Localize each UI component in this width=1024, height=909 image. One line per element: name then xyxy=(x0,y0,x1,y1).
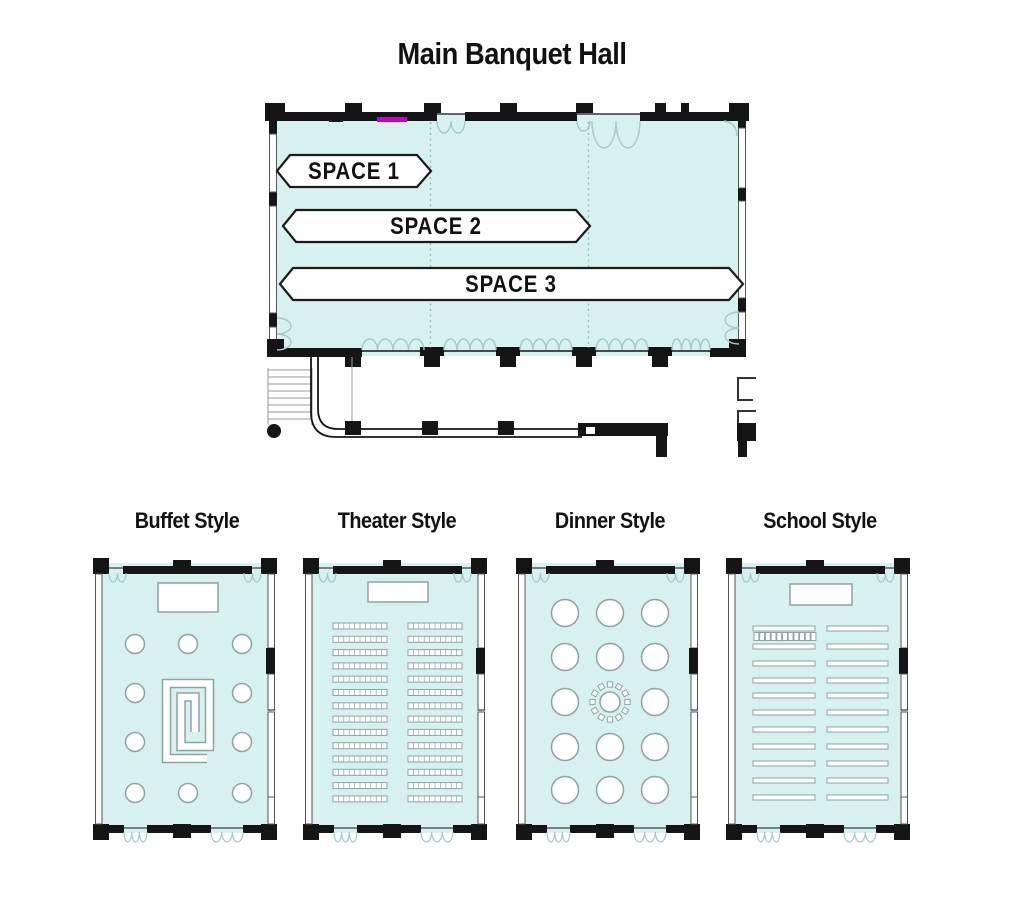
chair xyxy=(590,689,600,698)
chair xyxy=(614,682,624,692)
round-table xyxy=(550,775,580,805)
layout-label-school: School Style xyxy=(763,508,877,533)
space-label-text: SPACE 3 xyxy=(465,270,557,297)
page-title: Main Banquet Hall xyxy=(397,36,627,71)
school-right-tables xyxy=(826,625,889,801)
stage-table xyxy=(157,582,219,613)
round-table xyxy=(640,732,670,762)
room-theater xyxy=(303,558,487,843)
space-label-text: SPACE 1 xyxy=(308,157,400,184)
detached-wall-fragments xyxy=(737,377,756,457)
round-table xyxy=(124,682,146,704)
round-table xyxy=(595,598,625,628)
round-table xyxy=(640,687,670,717)
round-table xyxy=(231,731,253,753)
stage-table xyxy=(789,583,853,606)
stage-table xyxy=(367,581,429,603)
school-chair-row xyxy=(753,632,817,641)
main-hall-plan: SPACE 1 SPACE 2 SPACE 3 xyxy=(265,103,756,457)
round-table xyxy=(640,642,670,672)
round-table xyxy=(124,633,146,655)
space-label: SPACE 3 xyxy=(465,270,557,297)
chair xyxy=(597,682,606,692)
room-buffet xyxy=(93,558,277,843)
lower-corridor xyxy=(267,357,668,457)
space-1-banner: SPACE 1 xyxy=(275,153,433,189)
round-table xyxy=(231,633,253,655)
chair xyxy=(614,712,624,722)
chair xyxy=(620,706,630,716)
round-table xyxy=(231,682,253,704)
round-table xyxy=(595,732,625,762)
round-table xyxy=(550,598,580,628)
round-table xyxy=(595,775,625,805)
head-table-with-chairs xyxy=(589,681,631,723)
buffet-spiral-table xyxy=(161,678,215,764)
chair xyxy=(606,716,614,723)
round-table xyxy=(550,642,580,672)
school-left-tables xyxy=(752,625,816,801)
dinner-round-tables xyxy=(550,598,670,805)
round-table xyxy=(550,732,580,762)
room-school xyxy=(726,558,910,843)
space-label: SPACE 2 xyxy=(390,212,482,239)
space-label-text: SPACE 2 xyxy=(390,212,482,239)
space-2-banner: SPACE 2 xyxy=(281,208,592,244)
round-table xyxy=(177,782,199,804)
round-table xyxy=(640,598,670,628)
buffet-round-tables xyxy=(124,633,253,804)
chair xyxy=(597,712,606,722)
round-table xyxy=(124,731,146,753)
chair xyxy=(589,698,596,706)
seat-block xyxy=(332,622,388,803)
chair xyxy=(590,706,600,716)
round-table xyxy=(550,687,580,717)
layout-label-buffet: Buffet Style xyxy=(134,508,240,533)
layout-label-dinner: Dinner Style xyxy=(554,508,666,533)
round-table xyxy=(177,633,199,655)
chair xyxy=(624,698,631,706)
layout-label-theater: Theater Style xyxy=(337,508,457,533)
room-dinner xyxy=(516,558,700,843)
round-table xyxy=(595,642,625,672)
chair xyxy=(620,689,630,698)
chair xyxy=(606,681,614,688)
seat-block xyxy=(407,622,463,803)
space-label: SPACE 1 xyxy=(308,157,400,184)
space-3-banner: SPACE 3 xyxy=(278,266,745,302)
round-table xyxy=(231,782,253,804)
space-divider-lines xyxy=(429,122,590,348)
round-table xyxy=(640,775,670,805)
round-table xyxy=(124,782,146,804)
